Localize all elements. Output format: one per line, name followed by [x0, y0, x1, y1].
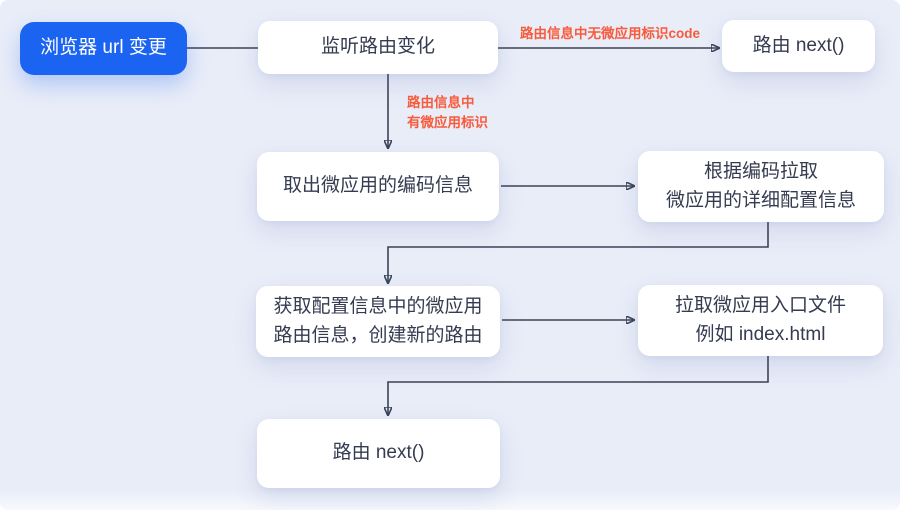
node-listen-route-change: 监听路由变化 [258, 21, 498, 74]
edge-label-no-microapp-id: 路由信息中无微应用标识code [519, 26, 700, 41]
edge-config-to-create-arrow [388, 222, 769, 283]
node-extract-microapp-code: 取出微应用的编码信息 [257, 152, 499, 221]
node-route-next-bottom: 路由 next() [257, 419, 500, 488]
node-browser-url-change: 浏览器 url 变更 [20, 22, 187, 75]
node-create-new-route: 获取配置信息中的微应用 路由信息，创建新的路由 [256, 286, 500, 357]
edge-label-has-microapp-id: 路由信息中 有微应用标识 [407, 95, 488, 130]
node-fetch-entry-file: 拉取微应用入口文件 例如 index.html [638, 285, 883, 356]
node-route-next-top: 路由 next() [722, 20, 875, 72]
edge-entry-to-next-arrow [388, 356, 769, 415]
node-fetch-config-by-code: 根据编码拉取 微应用的详细配置信息 [638, 151, 884, 222]
